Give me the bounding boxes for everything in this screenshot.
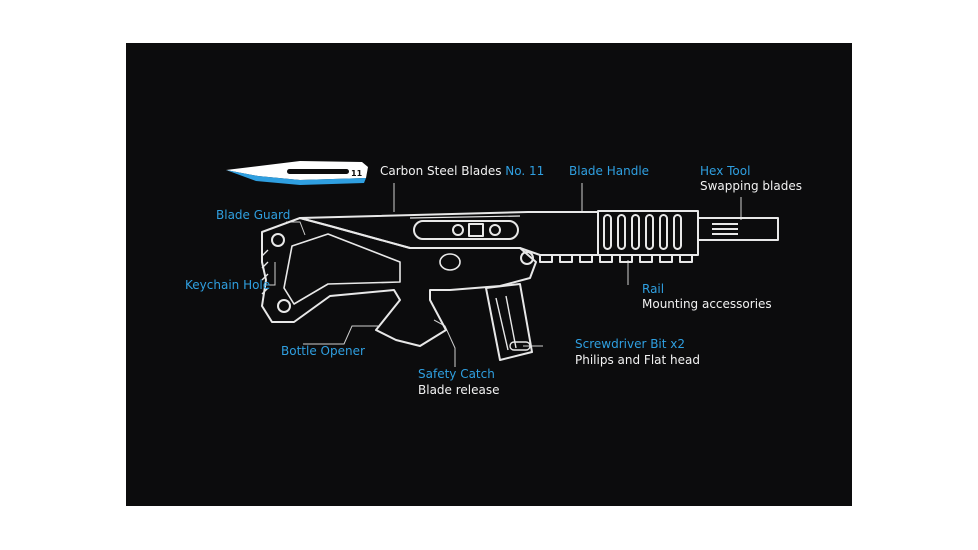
- carbon-steel-blades-label: Carbon Steel Blades No. 11: [380, 164, 544, 179]
- carbon-steel-blades-text: Carbon Steel Blades: [380, 164, 502, 178]
- bottle-opener-label: Bottle Opener: [281, 344, 365, 358]
- blade-number-label: 11: [351, 169, 363, 178]
- rail-desc: Mounting accessories: [642, 297, 772, 311]
- safety-catch-desc: Blade release: [418, 383, 500, 397]
- keychain-hole-label: Keychain Hole: [185, 278, 271, 292]
- blade-guard-label: Blade Guard: [216, 208, 291, 222]
- scalpel-blade-icon: [226, 161, 368, 185]
- screwdriver-bit-desc: Philips and Flat head: [575, 353, 700, 367]
- hex-tool-title: Hex Tool: [700, 164, 751, 178]
- safety-catch-title: Safety Catch: [418, 367, 495, 381]
- tool-body: [261, 210, 779, 361]
- hex-tool-desc: Swapping blades: [700, 179, 802, 193]
- blade-handle-label: Blade Handle: [569, 164, 650, 178]
- screwdriver-bit-title: Screwdriver Bit x2: [575, 337, 686, 351]
- diagram-background: [126, 43, 852, 506]
- blade-number-text: No. 11: [505, 164, 545, 178]
- rail-title: Rail: [642, 282, 665, 296]
